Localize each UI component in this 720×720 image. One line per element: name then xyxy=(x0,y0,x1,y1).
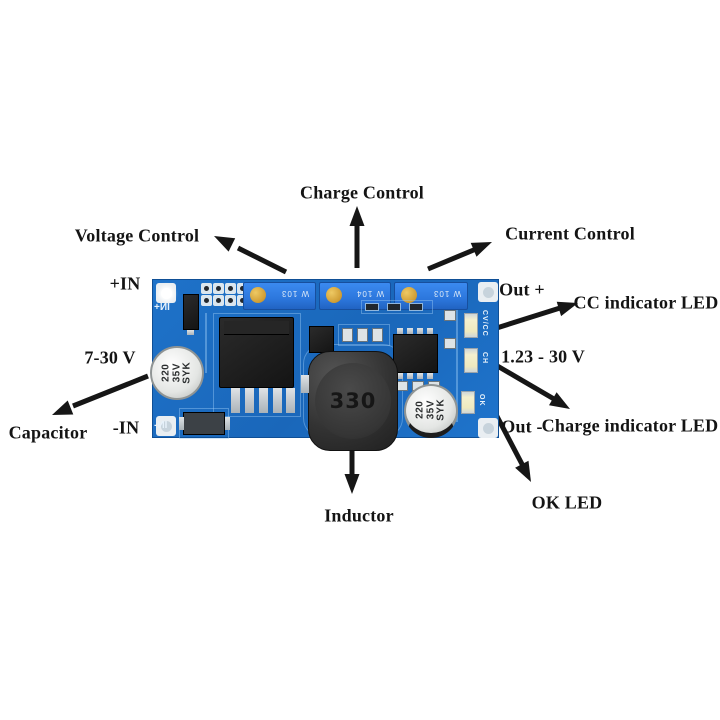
trimpot-voltage: W 103 xyxy=(243,282,316,310)
silkscreen-ok: OK xyxy=(478,394,485,407)
trimpot-screw-icon xyxy=(401,287,417,303)
input-transistor xyxy=(183,294,199,330)
ic-pin xyxy=(417,328,423,334)
transistor-pin xyxy=(187,330,194,335)
label-out-minus: Out - xyxy=(501,416,543,437)
trimpot-marking: W 103 xyxy=(432,289,461,298)
inductor-value: 330 xyxy=(329,389,377,413)
capacitor-marking: 220 35V SYK xyxy=(414,398,447,421)
silkscreen-cv-cc: CV/CC xyxy=(481,310,488,337)
mounting-pad-bottom-left xyxy=(156,416,176,436)
silkscreen-in-minus: IN- xyxy=(154,420,168,431)
arrow-voltage-control xyxy=(214,236,288,275)
ic-pin xyxy=(407,373,413,379)
opamp-ic xyxy=(393,334,438,373)
smd-resistor xyxy=(372,328,383,342)
smd-resistor xyxy=(342,328,353,342)
regulator-pin xyxy=(273,388,282,413)
trimpot-screw-icon xyxy=(326,287,342,303)
solder-pad xyxy=(365,303,379,311)
arrow-inductor xyxy=(344,451,360,494)
regulator-ic xyxy=(219,317,294,388)
through-hole-grid xyxy=(201,283,248,306)
label-charge-indicator-led: Charge indicator LED xyxy=(541,415,719,436)
label-cc-indicator-led: CC indicator LED xyxy=(573,292,719,313)
arrow-charge-control xyxy=(349,206,365,268)
trimpot-marking: W 103 xyxy=(280,289,309,298)
ic-pin xyxy=(397,373,403,379)
charge-led-icon xyxy=(464,348,478,373)
regulator-pin xyxy=(286,388,295,413)
trimpot-current: W 103 xyxy=(394,282,468,310)
regulator-pin xyxy=(259,388,268,413)
arrow-charge-indicator-led xyxy=(492,361,570,409)
smd-transistor xyxy=(309,326,334,353)
output-capacitor: 220 35V SYK xyxy=(404,384,458,438)
smd-resistor xyxy=(357,328,368,342)
capacitor-marking: 220 35V SYK xyxy=(160,361,193,385)
ok-led-icon xyxy=(461,391,475,414)
arrow-current-control xyxy=(427,242,492,272)
input-capacitor: 220 35V SYK xyxy=(150,346,204,400)
label-out-plus: Out + xyxy=(499,279,545,300)
silkscreen-ch: CH xyxy=(481,352,488,365)
label-in-minus: -IN xyxy=(112,417,140,438)
ic-pin xyxy=(427,373,433,379)
label-input-voltage: 7-30 V xyxy=(84,347,136,368)
diode-pin xyxy=(179,417,184,430)
trimpot-marking: W 104 xyxy=(355,289,384,298)
trimpot-charge: W 104 xyxy=(319,282,391,310)
label-output-voltage: 1.23 - 30 V xyxy=(501,346,585,367)
ic-pin xyxy=(417,373,423,379)
label-inductor: Inductor xyxy=(324,505,394,526)
inductor-terminal xyxy=(301,375,309,393)
inductor-component: 330 xyxy=(308,351,398,451)
smd-diode xyxy=(183,412,225,435)
mounting-pad-bottom-right xyxy=(478,418,498,438)
inductor-top: 330 xyxy=(315,363,391,439)
solder-pad xyxy=(387,303,401,311)
label-capacitor: Capacitor xyxy=(8,422,88,443)
cc-led-icon xyxy=(464,313,478,338)
pcb-board: W 103 W 104 W 103 IN+ IN- 220 35V SYK xyxy=(150,279,499,451)
smd-resistor xyxy=(444,338,456,349)
ic-pin xyxy=(397,328,403,334)
smd-resistor xyxy=(444,310,456,321)
label-ok-led: OK LED xyxy=(531,492,603,513)
ic-pin xyxy=(407,328,413,334)
trace-line-left xyxy=(205,313,207,373)
label-current-control: Current Control xyxy=(505,223,635,244)
regulator-pin xyxy=(245,388,254,413)
solder-pad xyxy=(409,303,423,311)
label-in-plus: +IN xyxy=(109,273,141,294)
arrow-capacitor xyxy=(52,373,149,415)
ic-pin xyxy=(427,328,433,334)
diode-pin xyxy=(225,417,230,430)
regulator-silkscreen-outline xyxy=(213,313,301,417)
regulator-pin xyxy=(231,388,240,413)
silkscreen-in-plus: IN+ xyxy=(154,302,170,313)
trimpot-screw-icon xyxy=(250,287,266,303)
label-charge-control: Charge Control xyxy=(300,182,424,203)
pad-row-outline xyxy=(361,300,433,314)
mounting-pad-top-right xyxy=(478,282,498,302)
resistor-row-outline xyxy=(338,324,390,346)
label-voltage-control: Voltage Control xyxy=(74,225,200,246)
mounting-pad-top-left xyxy=(156,283,176,303)
